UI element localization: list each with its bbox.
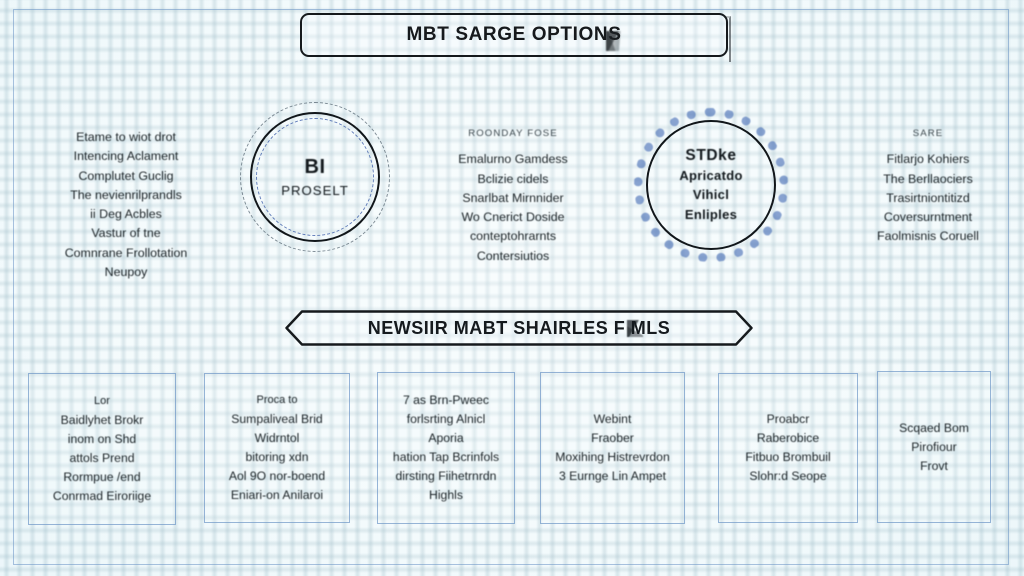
- card-line: attols Prend: [69, 451, 135, 465]
- card-line: Proabcr: [766, 412, 810, 426]
- card-line: Widrntol: [254, 431, 300, 445]
- card-line: Sumpaliveal Brid: [231, 412, 323, 426]
- title-banner: MBT SARGE OPTIONS: [300, 13, 731, 62]
- card-line: Scqaed Bom: [899, 420, 969, 435]
- column-header: ROONDAY FOSE: [468, 128, 558, 139]
- card-line: Fraober: [591, 431, 634, 445]
- card-line: Moxihing Histrevrdon: [555, 450, 670, 464]
- text-line: Coversurntment: [883, 210, 973, 225]
- card-line: Pirofiour: [911, 439, 957, 454]
- right-circle-label: STDke Apricatdo Vihicl Enliples: [636, 110, 786, 260]
- text-column-middle: ROONDAY FOSE Emalurno Gamdess Bclizie ci…: [418, 124, 608, 266]
- left-circle-label: BI PROSELT: [240, 102, 390, 252]
- card-line: Slohr:d Seope: [749, 469, 827, 483]
- ink-blot-icon: [627, 320, 643, 337]
- page-title: MBT SARGE OPTIONS: [406, 24, 622, 45]
- left-circle: BI PROSELT: [240, 102, 390, 252]
- card-body: 7 as Brn-Pweec forlsrting Alnicl Aporia …: [387, 391, 505, 505]
- circle-title: BI: [304, 155, 326, 178]
- circle-subtitle: PROSELT: [281, 182, 349, 198]
- list-item[interactable]: Proca to Sumpaliveal Brid Widrntol bitor…: [204, 373, 350, 523]
- card-body: Scqaed Bom Pirofiour Frovt: [893, 419, 975, 476]
- text-line: Emalurno Gamdess: [458, 152, 568, 167]
- text-line: Intencing Aclament: [73, 149, 179, 164]
- text-line: Trasirtniontitizd: [886, 190, 970, 205]
- card-line: dirsting Fiihetrnrdn: [395, 469, 497, 483]
- card-body: Proca to Sumpaliveal Brid Widrntol bitor…: [223, 391, 331, 505]
- right-circle: STDke Apricatdo Vihicl Enliples: [634, 108, 788, 262]
- text-column-left: Etame to wiot drot Intencing Aclament Co…: [28, 128, 224, 282]
- text-line: Neupoy: [104, 265, 148, 280]
- card-line: Baidlyhet Brokr: [60, 413, 144, 427]
- card-line: Aol 9O nor-boend: [228, 469, 326, 483]
- text-column-right: SARE Fitlarjo Kohiers The Berllaociers T…: [838, 124, 1018, 247]
- card-line: Aporia: [428, 431, 464, 445]
- card-lead: Lor: [94, 395, 110, 407]
- text-line: Etame to wiot drot: [76, 130, 176, 144]
- card-body: Proabcr Raberobice Fitbuo Brombuil Slohr…: [739, 410, 836, 486]
- list-item[interactable]: Lor Baidlyhet Brokr inom on Shd attols P…: [28, 373, 176, 525]
- section-banner: NEWSIIR MABT SHAIRLES F MLS: [285, 310, 753, 346]
- circle-line: STDke: [685, 147, 737, 164]
- ink-smudge-icon: [606, 31, 640, 51]
- list-item[interactable]: 7 as Brn-Pweec forlsrting Alnicl Aporia …: [377, 372, 515, 524]
- solid-ring: [250, 112, 380, 242]
- card-line: Rormpue /end: [63, 470, 141, 484]
- text-line: Faolmisnis Coruell: [877, 229, 979, 244]
- card-lead: Proca to: [256, 394, 298, 406]
- text-line: Wo Cnerict Doside: [461, 210, 565, 225]
- text-line: Complutet Guclig: [78, 168, 174, 183]
- card-line: Webint: [593, 412, 632, 426]
- circle-line: Vihicl: [692, 187, 730, 202]
- solid-ring: [646, 120, 776, 250]
- text-line: The Berllaociers: [883, 171, 973, 186]
- card-line: Frovt: [920, 458, 948, 473]
- text-line: The nevienrilprandls: [70, 187, 182, 202]
- dashed-ring-outer: [240, 102, 390, 252]
- section-title: NEWSIIR MABT SHAIRLES F MLS: [367, 317, 671, 338]
- card-line: Highls: [429, 488, 463, 502]
- text-line: conteptohrarnts: [469, 229, 557, 244]
- text-line: Snarlbat Mirnnider: [462, 190, 564, 205]
- card-line: Eniari-on Anilaroi: [230, 488, 324, 502]
- column-header: SARE: [912, 128, 944, 139]
- circle-line: Apricatdo: [679, 167, 743, 183]
- card-line: bitoring xdn: [245, 450, 309, 464]
- outer-frame: [13, 9, 1009, 565]
- card-line: Fitbuo Brombuil: [745, 450, 831, 464]
- list-item[interactable]: Webint Fraober Moxihing Histrevrdon 3 Eu…: [540, 372, 685, 524]
- text-line: Fitlarjo Kohiers: [886, 152, 970, 167]
- text-line: Comnrane Frollotation: [64, 245, 188, 260]
- circle-line: Enliples: [684, 206, 738, 222]
- card-line: hation Tap Bcrinfols: [392, 450, 500, 464]
- card-line: forlsrting Alnicl: [406, 412, 486, 426]
- card-line: Conrmad Eiroriige: [52, 489, 152, 503]
- card-line: 3 Eurnge Lin Ampet: [558, 469, 667, 483]
- card-body: Webint Fraober Moxihing Histrevrdon 3 Eu…: [549, 410, 675, 486]
- card-body: Lor Baidlyhet Brokr inom on Shd attols P…: [47, 392, 157, 506]
- dashed-ring-inner: [256, 118, 374, 236]
- list-item[interactable]: Proabcr Raberobice Fitbuo Brombuil Slohr…: [718, 373, 858, 523]
- text-line: Contersiutios: [476, 248, 550, 263]
- text-line: Bclizie cidels: [477, 171, 549, 186]
- list-item[interactable]: Scqaed Bom Pirofiour Frovt: [877, 371, 991, 523]
- text-line: Vastur of tne: [91, 226, 161, 241]
- card-line: 7 as Brn-Pweec: [402, 393, 489, 407]
- card-line: inom on Shd: [67, 432, 137, 446]
- card-line: Raberobice: [756, 431, 820, 445]
- text-line: ii Deg Acbles: [90, 207, 162, 222]
- radial-tick-ring: [634, 108, 788, 262]
